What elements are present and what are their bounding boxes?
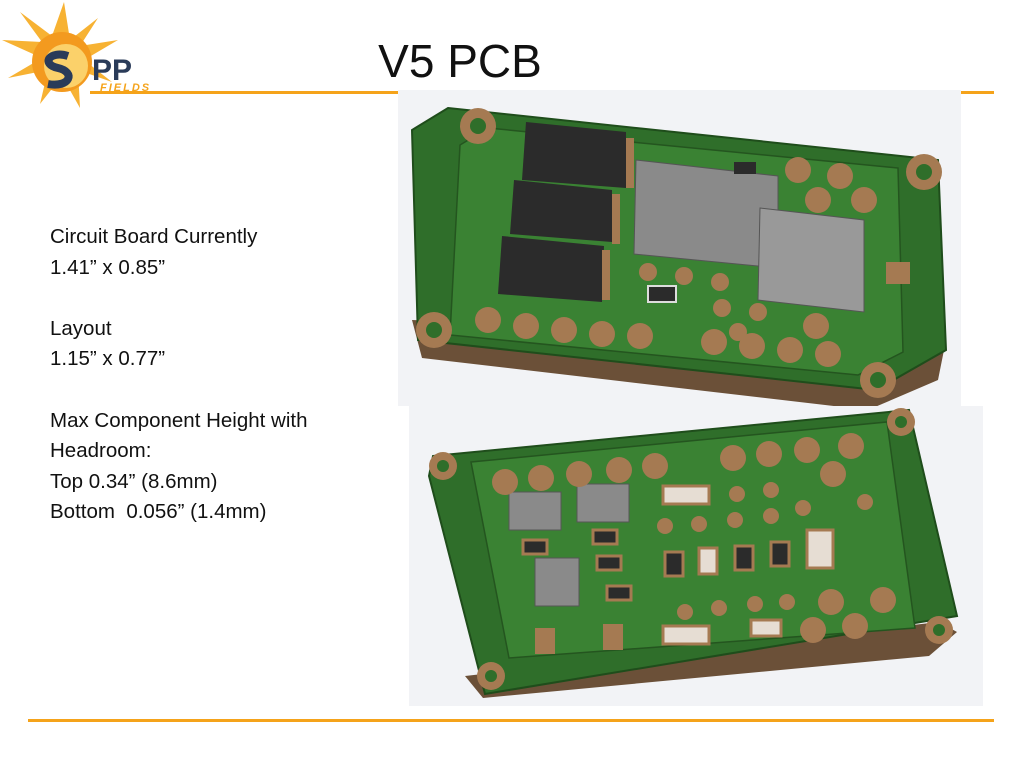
pcb-bottom-render (409, 406, 983, 706)
spec-line: 1.41” x 0.85” (50, 255, 166, 279)
spec-line: Max Component Height with (50, 408, 308, 432)
spec-line: Bottom 0.056” (1.4mm) (50, 500, 267, 524)
spec-line: Layout (50, 316, 112, 340)
relay-components (498, 122, 634, 302)
slide-title: V5 PCB (378, 35, 542, 87)
svg-text:PP: PP (92, 54, 132, 87)
spec-line (50, 283, 380, 314)
spec-text: Circuit Board Currently 1.41” x 0.85” La… (50, 222, 380, 528)
spec-line: Circuit Board Currently (50, 225, 258, 248)
spec-line: Top 0.34” (8.6mm) (50, 469, 218, 493)
spec-line: Headroom: (50, 439, 152, 463)
spec-line: 1.15” x 0.77” (50, 347, 166, 371)
spec-line (50, 375, 380, 406)
spp-fields-logo: PP FIELDS (2, 2, 149, 108)
footer-rule (28, 719, 994, 722)
pcb-top-render (398, 90, 961, 406)
